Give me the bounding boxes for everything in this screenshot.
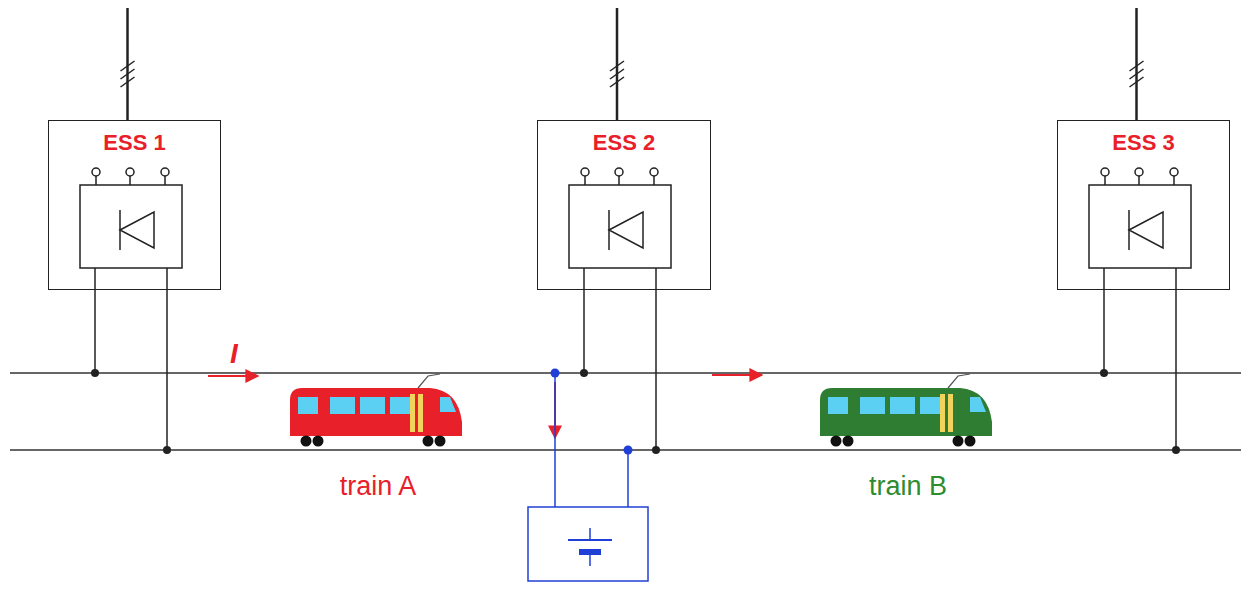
catenary-line: [10, 372, 1241, 374]
substation-name: ESS 2: [538, 121, 710, 156]
substation-box: ESS 1: [48, 120, 221, 290]
train-label: train A: [340, 473, 417, 500]
current-arrow: [208, 375, 258, 377]
train-icon: [820, 374, 992, 447]
current-label: I: [230, 340, 238, 368]
rectifier-symbol: [1089, 8, 1191, 454]
rectifier-symbol: [569, 8, 671, 454]
substation-name: ESS 3: [1058, 121, 1229, 156]
substation-box: ESS 3: [1057, 120, 1230, 290]
substation-box: ESS 2: [537, 120, 711, 290]
substation-name: ESS 1: [49, 121, 220, 156]
current-arrow: [712, 374, 762, 376]
battery-storage: [528, 369, 648, 582]
train-icon: [290, 374, 462, 447]
rectifier-symbol: [80, 8, 182, 454]
train-label: train B: [869, 473, 947, 500]
